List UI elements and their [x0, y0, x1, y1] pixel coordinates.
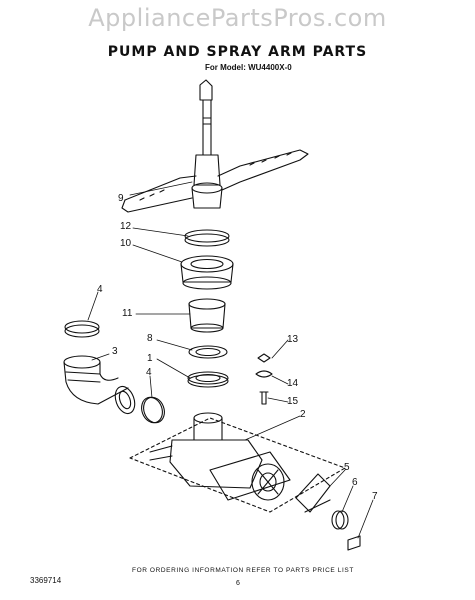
model-subtitle: For Model: WU4400X-0: [205, 63, 292, 72]
hose-part-3: [63, 355, 136, 415]
spray-arm-assembly: [121, 79, 309, 213]
callout-6: 6: [352, 477, 358, 488]
pump-motor-assembly: [129, 412, 346, 513]
seal-part-1: [187, 371, 229, 388]
callout-15: 15: [287, 396, 299, 407]
document-number: 3369714: [30, 576, 62, 585]
seal-part-8: [188, 345, 228, 359]
callout-9: 9: [118, 193, 124, 204]
leader-lines: [87, 181, 374, 539]
watermark: AppliancePartsPros.com: [88, 4, 387, 32]
bracket-parts: [295, 473, 361, 551]
callout-4-upper: 4: [97, 284, 103, 295]
housing-part-10: [180, 255, 234, 290]
page-number: 6: [236, 580, 240, 587]
callout-11: 11: [122, 308, 133, 319]
impeller-part-11: [188, 298, 226, 333]
hardware-parts: [255, 353, 273, 405]
callout-12: 12: [120, 221, 132, 232]
callout-13: 13: [287, 334, 299, 345]
callout-4-lower: 4: [146, 367, 152, 378]
callout-14: 14: [287, 378, 299, 389]
page-title: PUMP AND SPRAY ARM PARTS: [107, 44, 368, 60]
hose-clamp-lower: [141, 396, 165, 424]
callout-3: 3: [112, 346, 118, 357]
hose-clamp-upper: [64, 320, 100, 338]
callout-8: 8: [147, 333, 153, 344]
callout-5: 5: [344, 462, 350, 473]
callout-1: 1: [147, 353, 153, 364]
ordering-footer: FOR ORDERING INFORMATION REFER TO PARTS …: [132, 567, 354, 574]
callout-10: 10: [120, 238, 132, 249]
seal-ring-part-12: [184, 229, 230, 247]
callout-2: 2: [300, 409, 306, 420]
callout-7: 7: [372, 491, 378, 502]
